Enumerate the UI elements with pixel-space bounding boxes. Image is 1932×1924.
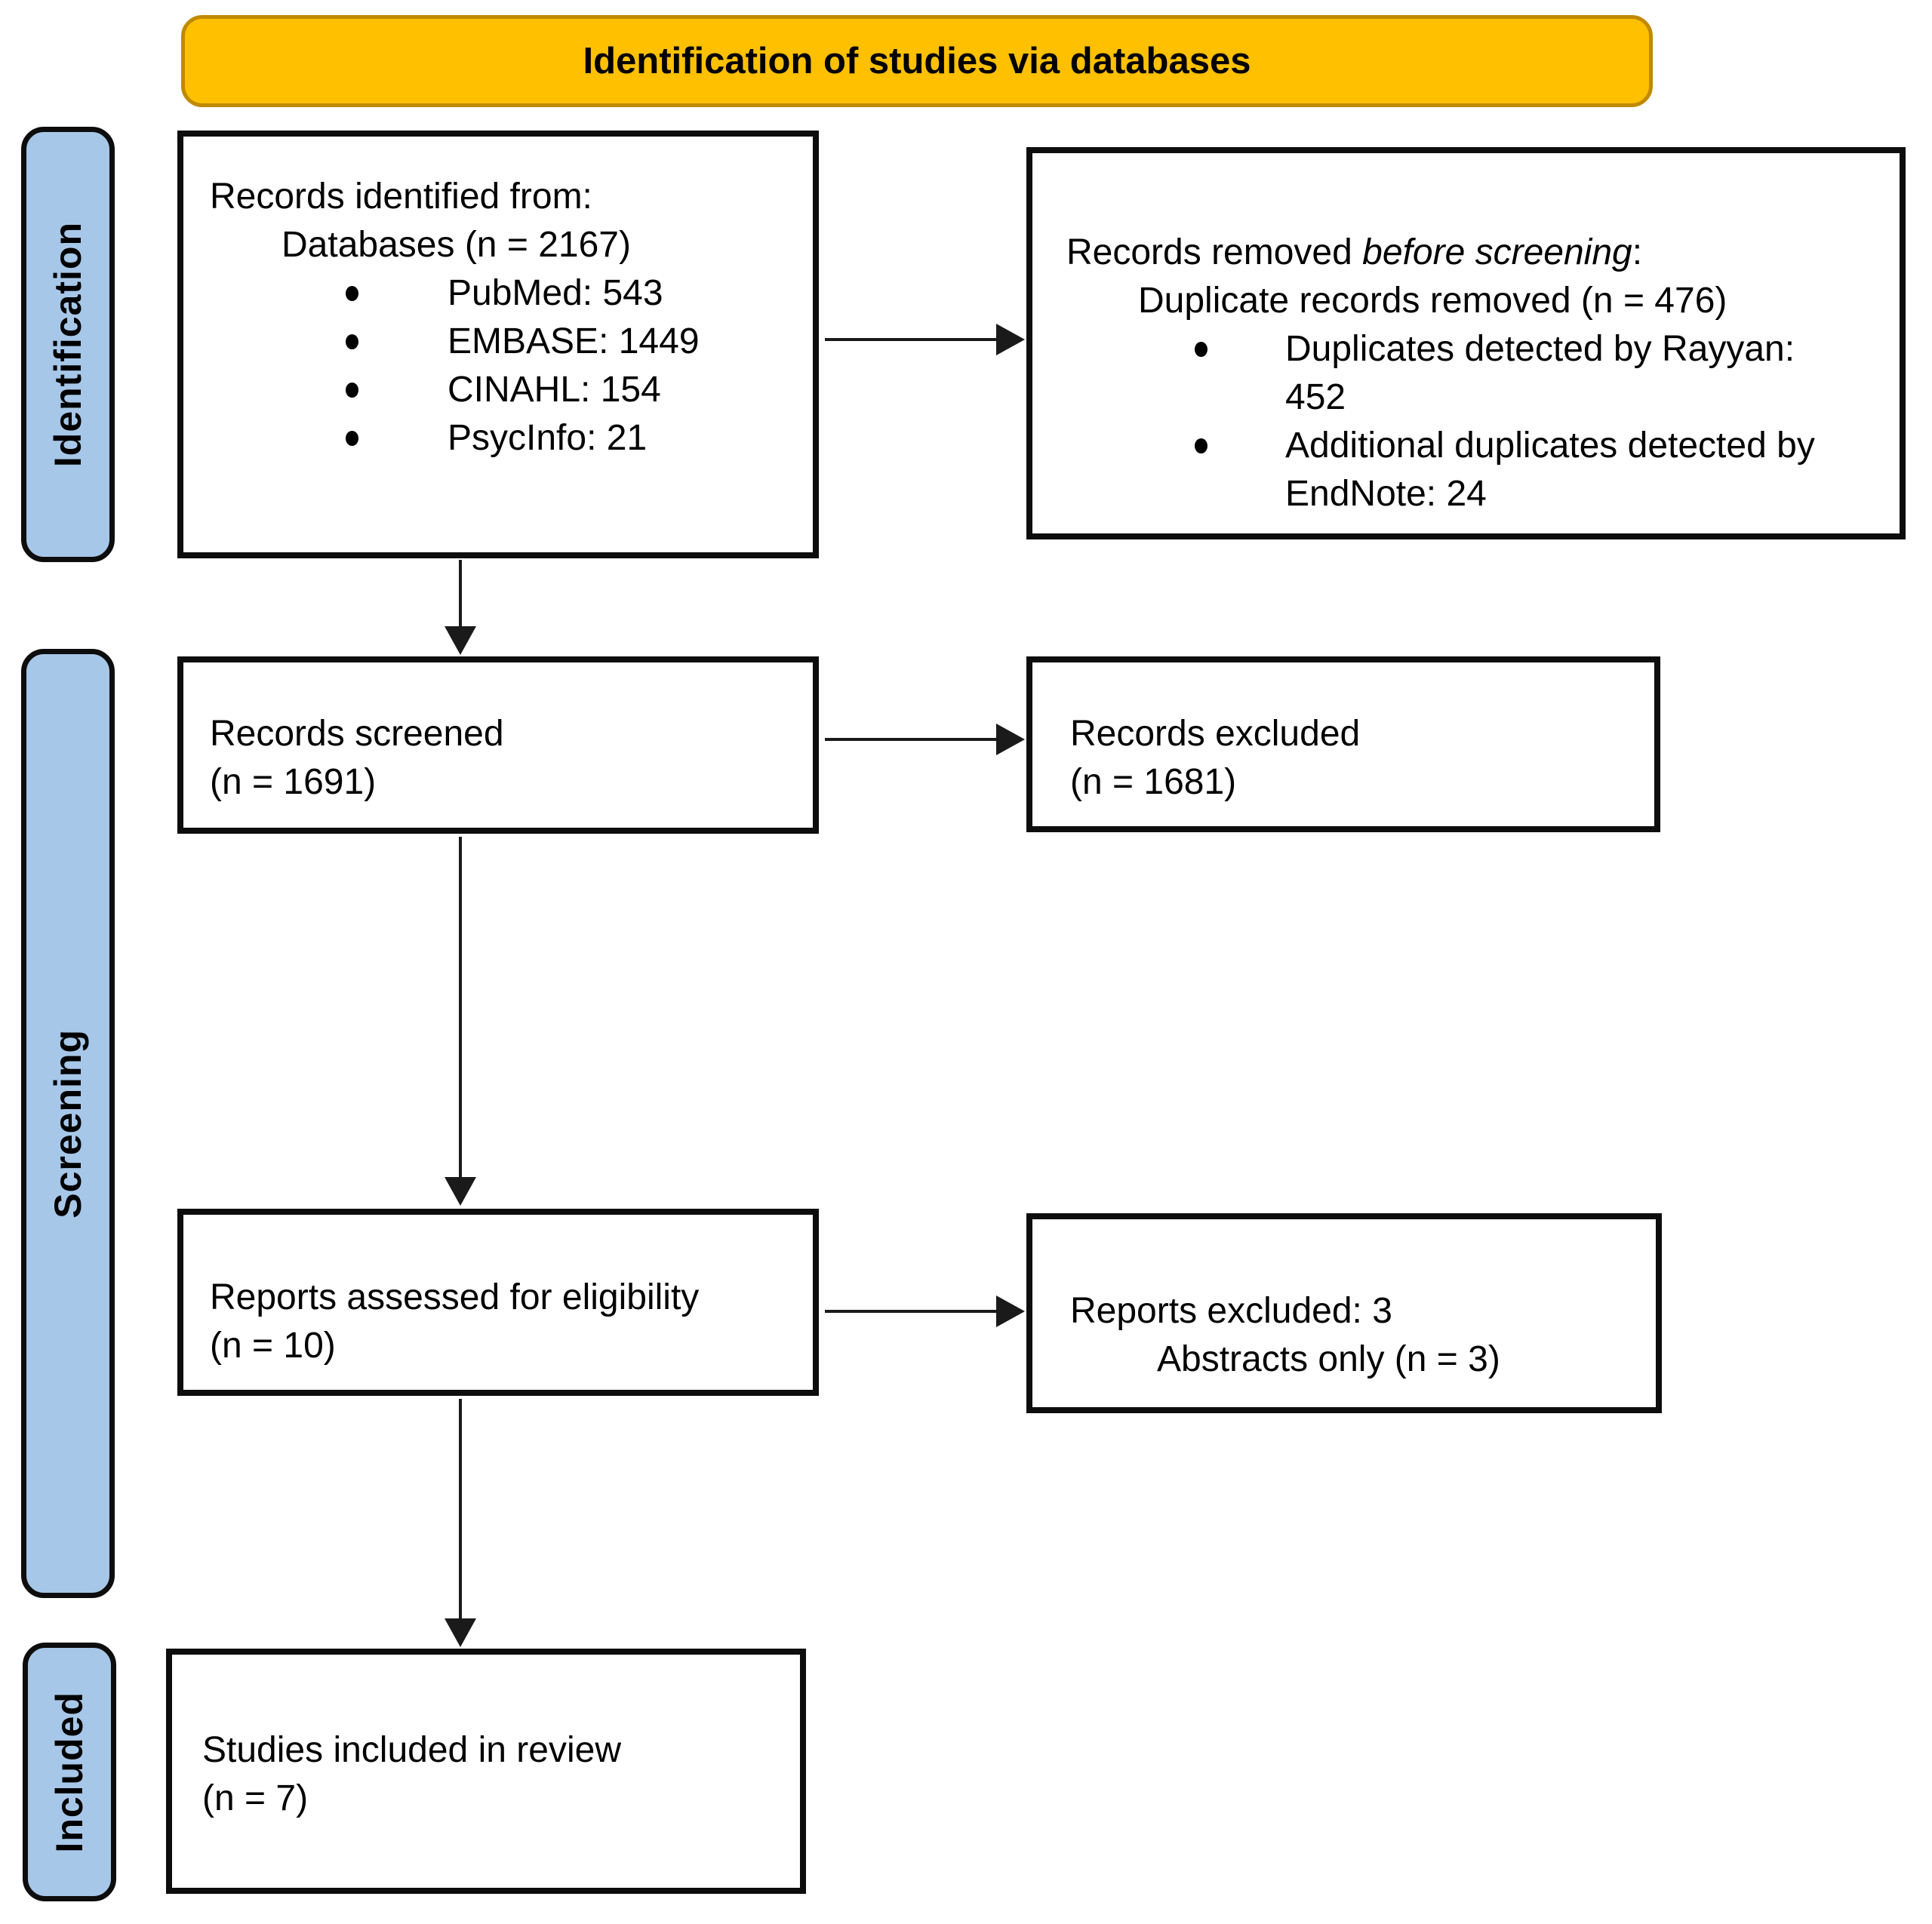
records-identified-line2: Databases (n = 2167) (281, 225, 631, 265)
arrow-identified-to-removed-line (825, 338, 1000, 341)
arrow-assessed-to-included-line (459, 1399, 462, 1621)
arrow-screened-to-assessed-head (445, 1177, 476, 1206)
records-removed-line2: Duplicate records removed (n = 476) (1138, 281, 1727, 321)
stage-bar-identification: Identification (21, 127, 115, 562)
bullet-embase: EMBASE: 1449 (327, 318, 798, 366)
bullet-pubmed: PubMed: 543 (327, 269, 798, 318)
reports-assessed-line1: Reports assessed for eligibility (210, 1277, 700, 1317)
arrow-screened-to-excluded-head (996, 724, 1025, 755)
box-reports-assessed: Reports assessed for eligibility (n = 10… (177, 1209, 819, 1396)
box-records-screened: Records screened (n = 1691) (177, 656, 819, 834)
records-excluded-line2: (n = 1681) (1070, 762, 1237, 802)
records-removed-line1-prefix: Records removed (1066, 232, 1363, 272)
box-studies-included: Studies included in review (n = 7) (166, 1649, 806, 1894)
reports-excluded-line1: Reports excluded: 3 (1070, 1291, 1392, 1331)
arrow-assessed-to-reports-excluded-line (825, 1310, 1000, 1313)
banner-identification-via-databases: Identification of studies via databases (181, 15, 1653, 107)
databases-list: PubMed: 543 EMBASE: 1449 CINAHL: 154 Psy… (327, 269, 798, 463)
studies-included-line1: Studies included in review (202, 1730, 621, 1770)
records-removed-line1: Records removed before screening: (1066, 229, 1884, 277)
bullet-psycinfo: PsycInfo: 21 (327, 414, 798, 463)
studies-included-line2: (n = 7) (202, 1778, 309, 1818)
records-identified-line1: Records identified from: (210, 177, 592, 217)
arrow-identified-to-screened-head (445, 626, 476, 655)
stage-label-identification: Identification (47, 221, 89, 468)
records-removed-line1-suffix: : (1632, 232, 1643, 272)
records-screened-line2: (n = 1691) (210, 762, 377, 802)
stage-label-screening: Screening (47, 1028, 89, 1219)
arrow-identified-to-removed-head (996, 324, 1025, 355)
reports-assessed-line2: (n = 10) (210, 1326, 336, 1366)
arrow-screened-to-excluded-line (825, 738, 1000, 741)
arrow-identified-to-screened-line (459, 560, 462, 632)
bullet-endnote: Additional duplicates detected by EndNot… (1172, 422, 1840, 518)
bullet-cinahl: CINAHL: 154 (327, 366, 798, 414)
records-screened-line1: Records screened (210, 714, 504, 754)
box-records-removed: Records removed before screening: Duplic… (1026, 147, 1906, 539)
stage-label-included: Included (48, 1691, 91, 1853)
arrow-screened-to-assessed-line (459, 837, 462, 1183)
arrow-assessed-to-reports-excluded-head (996, 1295, 1025, 1327)
duplicates-list: Duplicates detected by Rayyan: 452 Addit… (1172, 325, 1884, 518)
box-reports-excluded: Reports excluded: 3 Abstracts only (n = … (1026, 1213, 1662, 1413)
records-removed-line1-italic: before screening (1362, 232, 1632, 272)
banner-title: Identification of studies via databases (583, 41, 1251, 81)
stage-bar-screening: Screening (21, 649, 115, 1598)
reports-excluded-line2: Abstracts only (n = 3) (1157, 1339, 1500, 1379)
arrow-assessed-to-included-head (445, 1618, 476, 1647)
bullet-rayyan: Duplicates detected by Rayyan: 452 (1172, 325, 1840, 422)
stage-bar-included: Included (23, 1643, 116, 1901)
box-records-excluded: Records excluded (n = 1681) (1026, 656, 1660, 832)
records-excluded-line1: Records excluded (1070, 714, 1361, 754)
box-records-identified: Records identified from: Databases (n = … (177, 131, 819, 558)
